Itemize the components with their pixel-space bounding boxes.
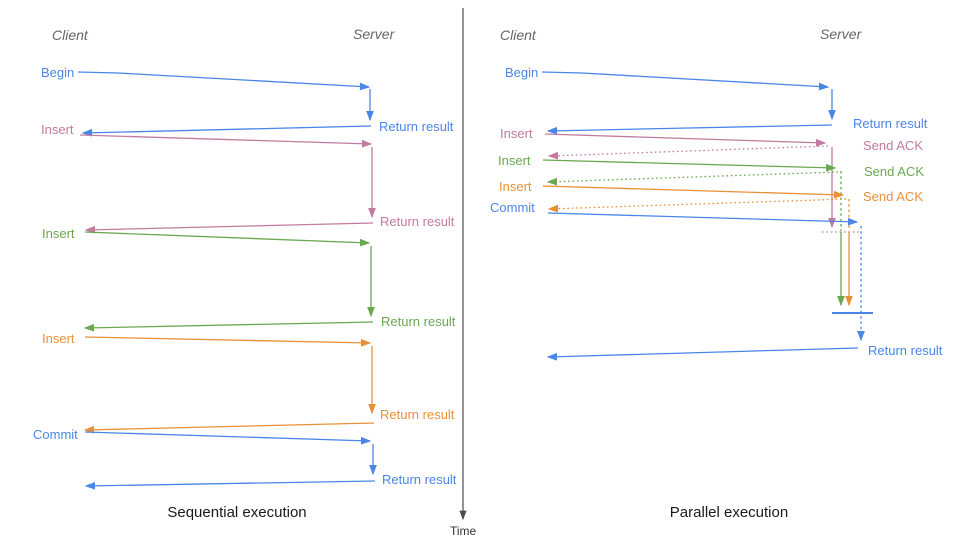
time-axis-label: Time xyxy=(450,524,477,538)
right-begin-request-arrow xyxy=(541,71,830,91)
left-insert2-request-arrow xyxy=(84,231,371,247)
left-insert3-request-arrow xyxy=(84,336,372,347)
left-insert3-flow xyxy=(83,336,376,434)
left-insert3-return-arrow xyxy=(83,422,375,434)
right-server-header: Server xyxy=(820,26,862,42)
left-server-header: Server xyxy=(353,26,395,42)
left-client-header: Client xyxy=(52,27,88,43)
right-insert3-ack-dashed-arrow xyxy=(547,198,847,213)
right-panel-caption: Parallel execution xyxy=(669,504,789,521)
left-insert2-return-arrow xyxy=(83,321,374,332)
left-panel-caption: Sequential execution xyxy=(167,504,307,521)
left-insert3-label: Insert xyxy=(42,331,75,346)
left-begin-request-arrow xyxy=(77,71,371,91)
left-panel-lines xyxy=(77,71,377,490)
right-commit-flow xyxy=(546,212,873,361)
right-insert1-label: Insert xyxy=(500,126,533,141)
right-insert3-label: Insert xyxy=(499,179,532,194)
right-commit-return-arrow xyxy=(546,347,859,361)
right-begin-flow xyxy=(541,71,836,135)
right-insert1-request-arrow xyxy=(544,133,827,147)
right-insert2-request-arrow xyxy=(542,159,837,172)
right-insert1-ack-dashed-arrow xyxy=(547,145,829,160)
right-commit-label: Commit xyxy=(490,200,535,215)
left-commit-label: Commit xyxy=(33,427,78,442)
right-insert2-label: Insert xyxy=(498,153,531,168)
left-begin-flow xyxy=(77,71,374,137)
right-begin-result-label: Return result xyxy=(853,116,928,131)
left-begin-result-label: Return result xyxy=(379,119,454,134)
right-commit-request-arrow xyxy=(547,212,859,226)
left-begin-return-arrow xyxy=(81,125,372,137)
left-insert1-request-arrow xyxy=(79,134,373,148)
left-commit-return-arrow xyxy=(84,480,376,490)
left-insert2-label: Insert xyxy=(42,226,75,241)
left-insert1-flow xyxy=(79,134,376,234)
left-commit-request-arrow xyxy=(84,431,372,445)
left-begin-label: Begin xyxy=(41,65,75,80)
right-insert3-flow xyxy=(542,185,853,307)
left-insert1-return-arrow xyxy=(84,222,374,234)
right-insert3-ack-label: Send ACK xyxy=(863,189,923,204)
left-commit-result-label: Return result xyxy=(382,472,457,487)
right-commit-result-label: Return result xyxy=(868,343,943,358)
right-begin-label: Begin xyxy=(505,65,539,80)
right-insert3-request-arrow xyxy=(542,185,845,199)
right-insert2-flow xyxy=(542,159,845,307)
right-insert2-ack-label: Send ACK xyxy=(864,164,924,179)
right-client-header: Client xyxy=(500,27,536,43)
left-commit-flow xyxy=(84,431,377,490)
left-insert1-label: Insert xyxy=(41,122,74,137)
left-insert2-flow xyxy=(83,231,375,332)
right-insert1-ack-label: Send ACK xyxy=(863,138,923,153)
left-insert3-result-label: Return result xyxy=(380,407,455,422)
left-insert1-result-label: Return result xyxy=(380,214,455,229)
right-begin-return-arrow xyxy=(546,124,833,135)
right-insert2-ack-dashed-arrow xyxy=(546,171,839,186)
right-panel-lines xyxy=(541,71,873,361)
left-insert2-result-label: Return result xyxy=(381,314,456,329)
